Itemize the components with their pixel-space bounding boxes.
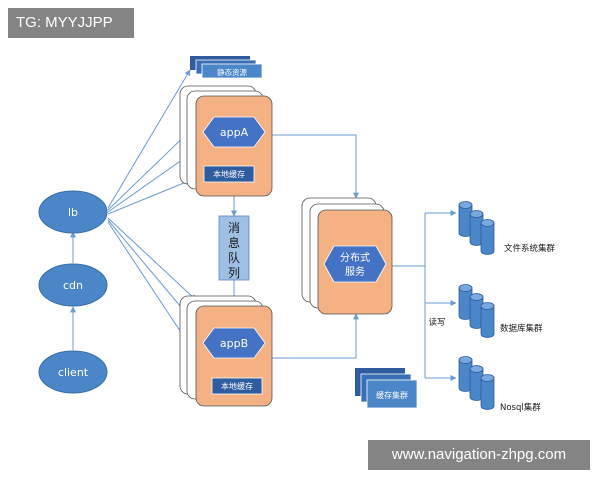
watermark-top-left: TG: MYYJJPP: [8, 8, 134, 38]
mq-char-4: 列: [228, 266, 240, 280]
arrow-appB-dist: [272, 313, 359, 359]
static-resources-label: 静态资源: [217, 67, 247, 77]
appB-local-cache-label: 本地缓存: [221, 381, 253, 391]
nosql-cluster-label: Nosql集群: [500, 402, 541, 413]
cache-cluster-label: 缓存集群: [376, 390, 408, 400]
arrow-lb-appB-1: [107, 217, 197, 301]
node-appB: appB 本地缓存: [179, 295, 273, 407]
database-cylinder-icon: [458, 284, 473, 320]
mq-char-3: 队: [228, 250, 240, 265]
node-cdn: cdn: [38, 263, 108, 307]
mq-char-2: 息: [228, 235, 240, 250]
appA-hexagon: [202, 116, 266, 148]
arrow-appA-dist: [272, 134, 359, 199]
arrow-lb-static: [107, 69, 191, 209]
db-cluster-label: 数据库集群: [500, 323, 543, 334]
database-cylinder-icon: [480, 219, 495, 255]
appA-local-cache-box: [203, 165, 255, 183]
node-message-queue: 消 息 队 列: [218, 215, 250, 281]
arrow-lb-appA-3: [107, 177, 197, 215]
database-cylinder-icon: [469, 210, 484, 246]
appB-local-cache-box: [211, 377, 263, 395]
node-appA: appA 本地缓存: [179, 85, 273, 197]
fs-cluster-label: 文件系统集群: [504, 243, 556, 254]
database-cylinder-icon: [469, 293, 484, 329]
read-write-label: 读写: [428, 317, 445, 328]
node-cache-cluster: 缓存集群: [355, 368, 418, 409]
node-distributed-service: 分布式 服务: [301, 197, 393, 315]
appB-label: appB: [220, 337, 248, 350]
node-nosql-cluster: [458, 356, 495, 410]
node-db-cluster: [458, 284, 495, 338]
node-lb: lb: [38, 190, 108, 234]
appA-label: appA: [220, 126, 249, 139]
dist-label-line2: 服务: [345, 265, 365, 278]
watermark-bottom-right: www.navigation-zhpg.com: [368, 440, 590, 470]
client-label: client: [58, 366, 89, 379]
database-cylinder-icon: [458, 356, 473, 392]
mq-char-1: 消: [228, 221, 240, 235]
database-cylinder-icon: [480, 374, 495, 410]
node-static-resources: 静态资源: [190, 56, 263, 79]
node-client: client: [38, 350, 108, 394]
database-cylinder-icon: [458, 201, 473, 237]
dist-label-line1: 分布式: [340, 251, 370, 264]
appA-local-cache-label: 本地缓存: [213, 169, 245, 179]
dist-hexagon: [323, 245, 387, 283]
node-fs-cluster: [458, 201, 495, 255]
cdn-label: cdn: [63, 279, 83, 292]
database-cylinder-icon: [480, 302, 495, 338]
lb-label: lb: [68, 206, 78, 219]
appB-hexagon: [202, 327, 266, 359]
connectors: [70, 69, 457, 381]
